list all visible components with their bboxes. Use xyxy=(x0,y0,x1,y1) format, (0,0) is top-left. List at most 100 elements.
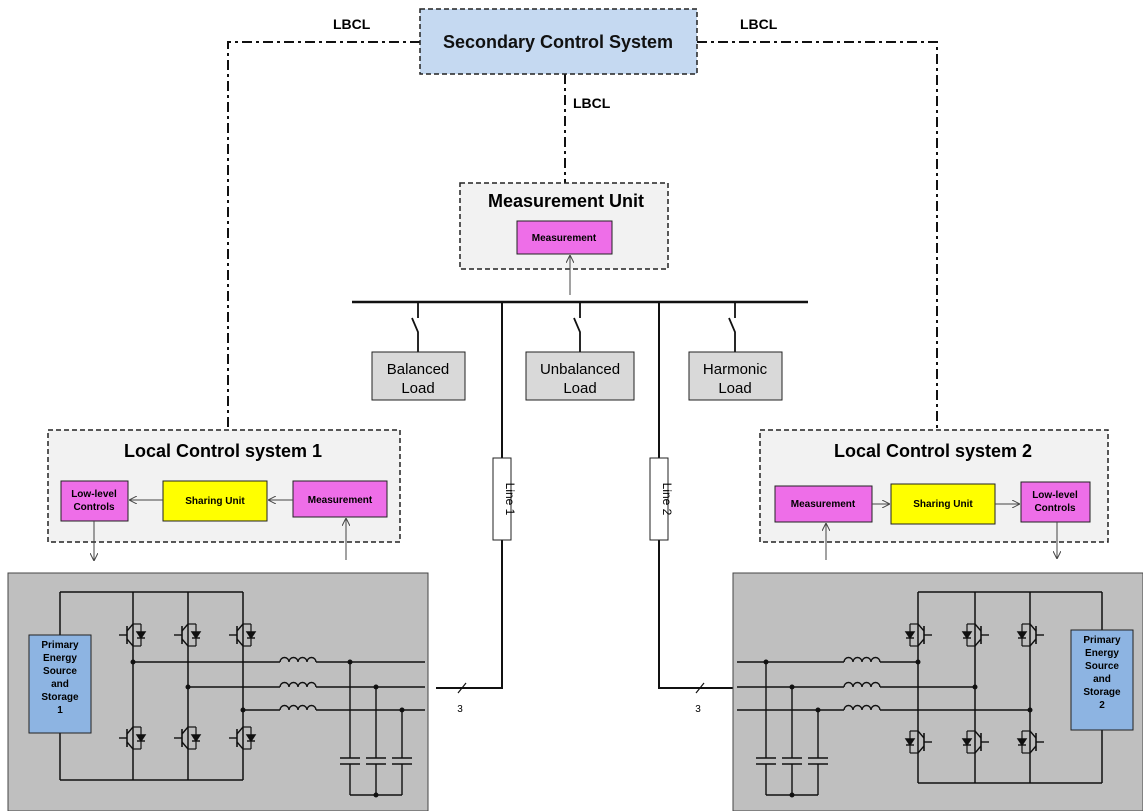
source-2-line: Source xyxy=(1085,661,1119,672)
igbt-collector xyxy=(917,730,925,739)
igbt-switch xyxy=(904,730,932,754)
igbt-switch xyxy=(904,623,932,647)
inductor xyxy=(843,681,881,688)
igbt-collector xyxy=(236,623,244,632)
line1-label: Line 1 xyxy=(503,483,517,516)
source-2-line: Storage xyxy=(1083,687,1121,698)
line2-label: Line 2 xyxy=(660,483,674,516)
igbt-switch xyxy=(1016,623,1044,647)
igbt-collector xyxy=(126,726,134,735)
igbt-collector xyxy=(236,726,244,735)
igbt-switch xyxy=(119,726,147,750)
switch-harmonic xyxy=(728,302,736,352)
igbt-collector xyxy=(126,623,134,632)
local1-sharing-block xyxy=(162,480,268,522)
inductor xyxy=(843,704,881,711)
line1-box xyxy=(492,457,512,541)
junction-dot xyxy=(915,659,921,665)
igbt-collector xyxy=(1029,730,1037,739)
local1-measurement-block xyxy=(292,480,388,518)
igbt-emitter xyxy=(181,741,189,750)
local2-low-level-line1: Low-level xyxy=(1032,490,1078,501)
igbt-emitter xyxy=(181,638,189,647)
converter-1 xyxy=(7,572,429,811)
source-1-line: Primary xyxy=(41,640,79,651)
junction-dot xyxy=(240,707,246,713)
measurement-unit-title: Measurement Unit xyxy=(488,191,644,211)
igbt-emitter xyxy=(236,741,244,750)
igbt-switch xyxy=(174,623,202,647)
junction-dot xyxy=(1027,707,1033,713)
junction-dot xyxy=(789,792,795,798)
source-1-label: Primary Energy Source and Storage 1 xyxy=(41,640,79,716)
local1-low-level-line2: Controls xyxy=(73,502,115,513)
local2-sharing-label: Sharing Unit xyxy=(913,499,973,510)
lbcl-label-center: LBCL xyxy=(573,95,611,111)
local2-measurement-label: Measurement xyxy=(791,499,856,510)
local2-arrows xyxy=(826,504,1057,560)
local1-low-level-line1: Low-level xyxy=(71,489,117,500)
line2-box xyxy=(649,457,669,541)
phase-mark-left xyxy=(457,682,467,694)
junction-dot xyxy=(972,684,978,690)
igbt-switch xyxy=(229,623,257,647)
igbt-emitter xyxy=(1029,638,1037,647)
local2-measurement-block xyxy=(774,485,873,523)
igbt-emitter xyxy=(917,638,925,647)
junction-dot xyxy=(130,659,136,665)
igbt-emitter xyxy=(1029,745,1037,754)
source-2-box xyxy=(1070,629,1134,731)
lbcl-link-left xyxy=(227,41,420,430)
phase-mark-right xyxy=(695,682,705,694)
source-2-line: 2 xyxy=(1099,700,1105,711)
phase-count-right: 3 xyxy=(695,704,701,715)
inductor xyxy=(279,704,317,711)
unbalanced-load-line2: Load xyxy=(563,380,596,397)
feeder-lines xyxy=(436,302,733,694)
igbt-collector xyxy=(974,730,982,739)
unbalanced-load-line1: Unbalanced xyxy=(540,361,620,378)
igbt-switch xyxy=(1016,730,1044,754)
inductor xyxy=(843,656,881,663)
measurement-unit-block-label: Measurement xyxy=(532,233,597,244)
igbt-switch xyxy=(119,623,147,647)
source-1-line: Storage xyxy=(41,692,79,703)
load-switches xyxy=(411,302,736,352)
secondary-control-title: Secondary Control System xyxy=(443,32,673,52)
balanced-load-line1: Balanced xyxy=(387,361,450,378)
lbcl-links xyxy=(227,41,938,430)
igbt-emitter xyxy=(126,741,134,750)
source-1-line: and xyxy=(51,679,69,690)
igbt-emitter xyxy=(236,638,244,647)
measurement-unit-block xyxy=(516,220,613,255)
local-control-1-title: Local Control system 1 xyxy=(124,441,322,461)
local1-measurement-label: Measurement xyxy=(308,495,373,506)
balanced-load-line2: Load xyxy=(401,380,434,397)
igbt-emitter xyxy=(974,745,982,754)
source-2-line: and xyxy=(1093,674,1111,685)
local2-low-level-block xyxy=(1020,481,1091,523)
igbt-collector xyxy=(181,726,189,735)
local2-sharing-block xyxy=(890,483,996,525)
source-1-line: Source xyxy=(43,666,77,677)
inductor xyxy=(279,656,317,663)
source-1-box xyxy=(28,634,92,734)
source-2-label: Primary Energy Source and Storage 2 xyxy=(1083,635,1121,711)
junction-dot xyxy=(373,792,379,798)
igbt-collector xyxy=(181,623,189,632)
source-1-line: 1 xyxy=(57,705,63,716)
balanced-load-box xyxy=(371,351,466,401)
igbt-switch xyxy=(229,726,257,750)
source-2-line: Primary xyxy=(1083,635,1121,646)
lbcl-label-left: LBCL xyxy=(333,16,371,32)
feeder-line-1 xyxy=(436,302,503,689)
secondary-control-box xyxy=(419,8,698,75)
harmonic-load-line2: Load xyxy=(718,380,751,397)
igbt-collector xyxy=(917,623,925,632)
local1-low-level-block xyxy=(60,480,129,522)
igbt-emitter xyxy=(126,638,134,647)
junction-dot xyxy=(185,684,191,690)
lbcl-link-right xyxy=(697,41,938,430)
igbt-emitter xyxy=(917,745,925,754)
